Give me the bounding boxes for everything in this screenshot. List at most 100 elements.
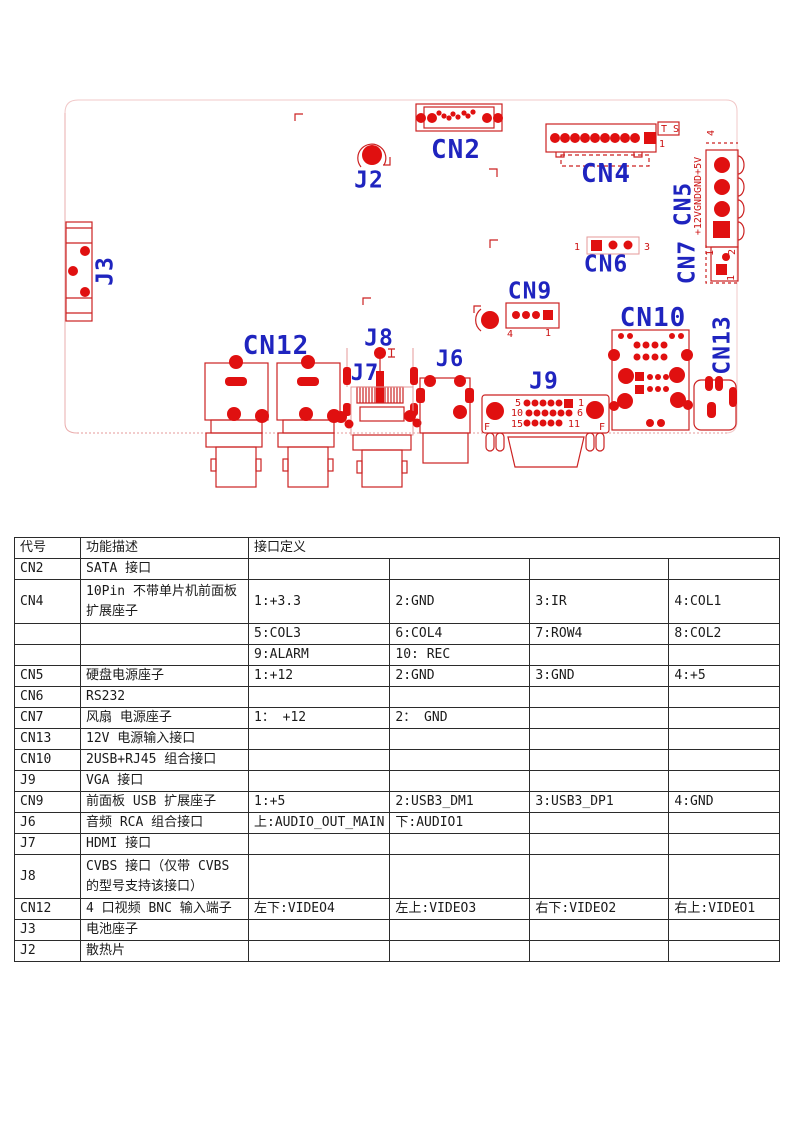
cn10-label: CN10 bbox=[619, 303, 687, 333]
cell-pin-def bbox=[529, 833, 670, 855]
cell-desc: RS232 bbox=[80, 686, 249, 708]
cell-desc: 4 口视频 BNC 输入端子 bbox=[80, 898, 249, 920]
cell-pin-def bbox=[668, 833, 781, 855]
cell-desc: 12V 电源输入接口 bbox=[80, 728, 249, 750]
cell-pin-def: 5:COL3 bbox=[247, 623, 391, 645]
cell-pin-def bbox=[529, 558, 670, 580]
cell-code: J8 bbox=[14, 854, 81, 899]
cell-code: CN6 bbox=[14, 686, 81, 708]
cn9-label: CN9 bbox=[507, 278, 553, 305]
cell-pin-def: 4:COL1 bbox=[668, 579, 781, 624]
cell-code: CN12 bbox=[14, 898, 81, 920]
cell-pin-def bbox=[389, 749, 531, 771]
cell-code bbox=[14, 644, 81, 666]
cell-desc: 音频 RCA 组合接口 bbox=[80, 812, 249, 834]
cell-pin-def bbox=[247, 558, 391, 580]
cell-pin-def bbox=[668, 749, 781, 771]
cell-desc bbox=[80, 644, 249, 666]
cell-pin-def: 6:COL4 bbox=[389, 623, 531, 645]
cell-pin-def bbox=[247, 833, 391, 855]
cell-pin-def: 2:GND bbox=[389, 665, 531, 687]
j9-pin15-label: 15 bbox=[511, 419, 523, 430]
cell-desc: CVBS 接口（仅带 CVBS 的型号支持该接口） bbox=[80, 854, 249, 899]
fiducial-marks bbox=[294, 113, 498, 305]
cn4-label: CN4 bbox=[581, 159, 631, 189]
cell-pin-def bbox=[529, 854, 670, 899]
j9-f-right-label: F bbox=[599, 422, 605, 433]
cn5-rail-label: +12VGNDGND+5V bbox=[693, 157, 704, 235]
cell-desc: 散热片 bbox=[80, 940, 249, 962]
cell-desc: 前面板 USB 扩展座子 bbox=[80, 791, 249, 813]
cell-pin-def bbox=[389, 854, 531, 899]
cell-pin-def bbox=[529, 686, 670, 708]
cn12-bnc-a bbox=[204, 355, 269, 488]
cell-desc: SATA 接口 bbox=[80, 558, 249, 580]
cell-pin-def bbox=[247, 854, 391, 899]
j6-audio-rca bbox=[416, 375, 474, 464]
cell-pin-def bbox=[389, 919, 531, 941]
cell-pin-def bbox=[389, 728, 531, 750]
cell-pin-def: 4:+5 bbox=[668, 665, 781, 687]
j7-hdmi-connector bbox=[335, 348, 422, 488]
cell-pin-def bbox=[668, 940, 781, 962]
cell-pin-def: 1:+3.3 bbox=[247, 579, 391, 624]
cell-pin-def bbox=[668, 728, 781, 750]
cell-pin-def bbox=[668, 644, 781, 666]
j9-vga-connector: 5 1 10 6 15 11 F F bbox=[481, 394, 610, 468]
cell-pin-def bbox=[668, 919, 781, 941]
cell-pin-def bbox=[247, 728, 391, 750]
cell-pin-def: 7:ROW4 bbox=[529, 623, 670, 645]
cn9-pin1-label: 1 bbox=[545, 328, 551, 339]
cell-code: J7 bbox=[14, 833, 81, 855]
j3-battery-holder bbox=[65, 221, 93, 322]
cell-pin-def: 左上:VIDEO3 bbox=[389, 898, 531, 920]
j2-heatsink bbox=[357, 143, 391, 168]
cell-pin-def: 1:+5 bbox=[247, 791, 391, 813]
j9-pin11-label: 11 bbox=[568, 419, 580, 430]
j9-f-left-label: F bbox=[484, 422, 490, 433]
cell-pin-def bbox=[247, 749, 391, 771]
cell-pin-def: 4:GND bbox=[668, 791, 781, 813]
cn5-hdd-power: 4 1 +12VGNDGND+5V bbox=[693, 130, 745, 256]
cell-pin-def bbox=[389, 686, 531, 708]
j6-label: J6 bbox=[435, 347, 465, 372]
header-interface: 接口定义 bbox=[247, 537, 781, 559]
cell-pin-def bbox=[247, 686, 391, 708]
cell-pin-def: 3:IR bbox=[529, 579, 670, 624]
cn2-label: CN2 bbox=[431, 135, 481, 165]
cell-pin-def bbox=[668, 812, 781, 834]
cell-pin-def bbox=[529, 749, 670, 771]
header-code: 代号 bbox=[14, 537, 81, 559]
cell-pin-def: 3:USB3_DP1 bbox=[529, 791, 670, 813]
cell-pin-def bbox=[389, 558, 531, 580]
cell-code: CN10 bbox=[14, 749, 81, 771]
cn9-pin4-label: 4 bbox=[507, 329, 513, 340]
cn6-label: CN6 bbox=[583, 251, 629, 278]
cell-desc: HDMI 接口 bbox=[80, 833, 249, 855]
j3-label: J3 bbox=[92, 256, 119, 286]
cn5-pin4-label: 4 bbox=[706, 130, 717, 136]
cell-pin-def bbox=[389, 833, 531, 855]
cn7-pin1-label: 1 bbox=[726, 275, 737, 281]
cell-pin-def: 2:GND bbox=[389, 579, 531, 624]
cn12-bnc-b bbox=[276, 355, 341, 488]
board-outline bbox=[64, 99, 738, 434]
cell-pin-def bbox=[247, 919, 391, 941]
cn7-pin2-label: 2 bbox=[727, 249, 738, 255]
cn13-dc-jack bbox=[693, 376, 737, 431]
cell-pin-def bbox=[529, 770, 670, 792]
cell-pin-def: 8:COL2 bbox=[668, 623, 781, 645]
table-header-row: 代号 功能描述 接口定义 bbox=[14, 537, 781, 559]
